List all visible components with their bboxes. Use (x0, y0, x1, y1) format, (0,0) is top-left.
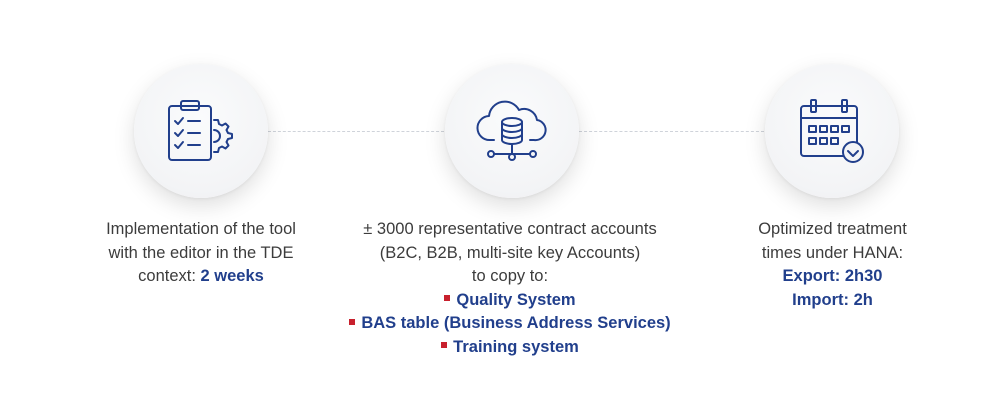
step-3-line-2: times under HANA: (761, 243, 904, 262)
target-label: Training system (453, 337, 579, 356)
target-item-quality: Quality System (330, 289, 690, 313)
clipboard-checklist-gear-icon (166, 98, 236, 164)
export-time: Export: 2h30 (782, 267, 883, 285)
step-1-description: Implementation of the tool with the edit… (60, 218, 342, 289)
step-2-description: ± 3000 representative contract accounts … (330, 218, 690, 359)
step-3-circle (765, 64, 899, 198)
cloud-database-icon (474, 96, 550, 166)
target-item-bas: BAS table (Business Address Services) (330, 312, 690, 336)
connector-line-2 (579, 131, 764, 132)
step-3-description: Optimized treatment times under HANA: Ex… (700, 218, 965, 312)
step-1-circle (134, 64, 268, 198)
target-label: Quality System (456, 290, 576, 309)
import-time: Import: 2h (792, 290, 873, 309)
step-1-line-2: with the editor in the TDE (108, 243, 294, 262)
bullet-icon (441, 342, 448, 349)
step-3-line-1: Optimized treatment (758, 220, 907, 238)
bullet-icon (444, 295, 451, 302)
connector-line-1 (268, 131, 444, 132)
step-1-line-3: context: 2 weeks (60, 265, 342, 289)
step-1-line-3-prefix: context: (138, 267, 196, 285)
step-2-circle (445, 64, 579, 198)
step-2-line-2: (B2C, B2B, multi-site key Accounts) (379, 243, 641, 262)
calendar-check-icon (797, 96, 867, 166)
step-2-line-3: to copy to: (471, 267, 549, 285)
step-1-line-1: Implementation of the tool (106, 220, 296, 238)
step-2-line-1: ± 3000 representative contract accounts (363, 220, 657, 238)
bullet-icon (349, 318, 356, 325)
target-label: BAS table (Business Address Services) (361, 314, 671, 332)
target-item-training: Training system (330, 336, 690, 360)
step-1-duration: 2 weeks (200, 267, 264, 285)
